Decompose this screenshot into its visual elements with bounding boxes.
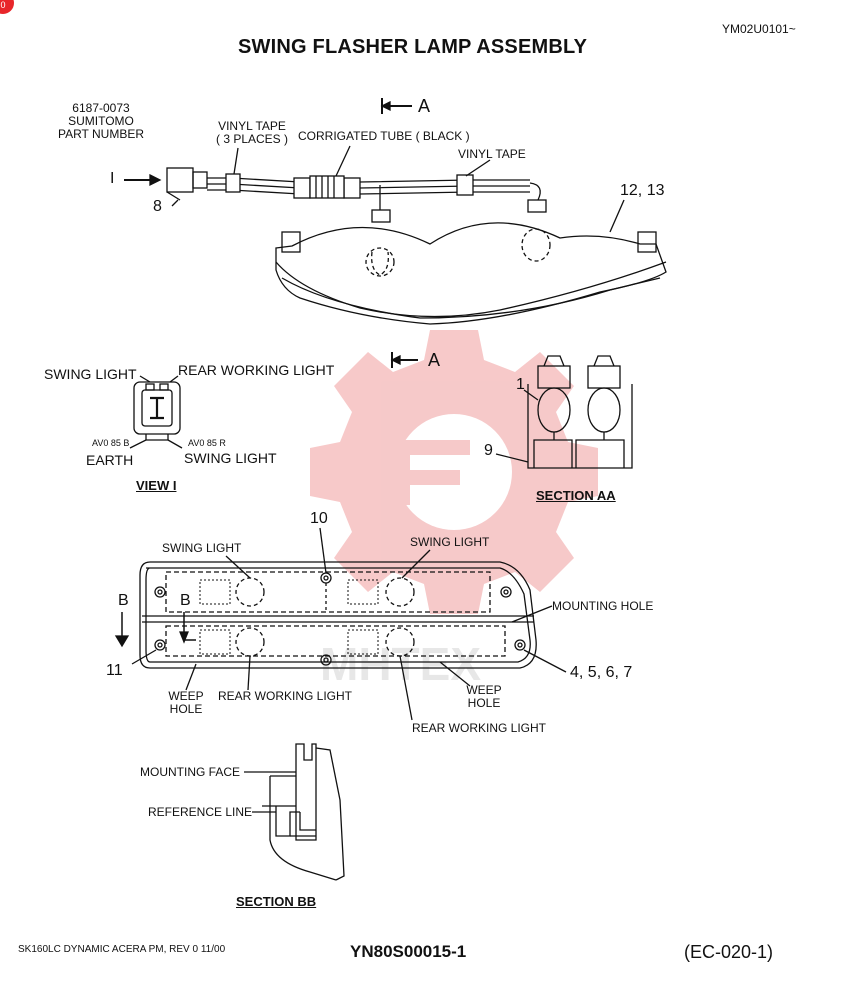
part-number-line-1: 6187-0073	[72, 101, 130, 115]
section-aa-drawing	[390, 352, 633, 469]
arrow-a-top-label: A	[418, 96, 431, 116]
weep-hole-left-line-1: WEEP	[168, 689, 204, 703]
view-i-wire-left: AV0 85 B	[92, 438, 130, 448]
section-b-inner-marker: B	[180, 592, 191, 609]
front-swing-light-left: SWING LIGHT	[162, 541, 242, 555]
arrow-a-section-label: A	[428, 350, 441, 370]
vinyl-tape-3-line-1: VINYL TAPE	[218, 119, 286, 133]
view-i-swing-light-bottom: SWING LIGHT	[184, 450, 277, 466]
callout-11: 11	[106, 662, 123, 679]
part-number-line-3: PART NUMBER	[57, 127, 144, 141]
footer-page-code: (EC-020-1)	[684, 942, 774, 962]
callout-1: 1	[516, 376, 525, 393]
callout-4-5-6-7: 4, 5, 6, 7	[570, 664, 633, 681]
view-i-swing-light-top: SWING LIGHT	[44, 366, 137, 382]
vinyl-tape-label: VINYL TAPE	[458, 147, 526, 161]
view-i-wire-right: AV0 85 R	[188, 438, 226, 448]
corner-badge: 0	[0, 0, 14, 14]
part-number-line-2: SUMITOMO	[68, 114, 134, 128]
section-b-left-marker: B	[118, 592, 129, 609]
front-rear-working-light-left: REAR WORKING LIGHT	[218, 689, 353, 703]
front-weep-hole-right: WEEP HOLE	[456, 684, 512, 710]
vinyl-tape-3-line-2: ( 3 PLACES )	[215, 132, 289, 146]
section-bb-caption: SECTION BB	[236, 894, 317, 909]
doc-id: YM02U0101~	[722, 22, 796, 36]
view-i-rear-working-light: REAR WORKING LIGHT	[178, 362, 335, 378]
front-rear-working-light-bottom: REAR WORKING LIGHT	[412, 721, 547, 735]
section-bb-mounting-face: MOUNTING FACE	[140, 765, 241, 779]
watermark-text: MHTEX	[320, 638, 481, 690]
front-swing-light-right: SWING LIGHT	[410, 535, 490, 549]
corrugated-tube-label: CORRIGATED TUBE ( BLACK )	[298, 129, 470, 143]
view-i-connector	[129, 375, 183, 449]
front-mounting-hole: MOUNTING HOLE	[552, 599, 654, 613]
callout-12-13: 12, 13	[620, 182, 665, 199]
watermark-logo	[310, 330, 598, 614]
assembly-drawing	[124, 98, 667, 325]
footer-drawing-number: YN80S00015-1	[350, 942, 467, 961]
callout-8: 8	[153, 198, 162, 215]
view-arrow-i-label: I	[110, 170, 115, 187]
lamp-front-drawing	[114, 527, 567, 721]
callout-10: 10	[310, 510, 328, 527]
view-i-earth: EARTH	[86, 452, 134, 468]
vinyl-tape-3-label: VINYL TAPE ( 3 PLACES )	[208, 120, 296, 146]
weep-hole-right-line-2: HOLE	[467, 696, 501, 710]
weep-hole-right-line-1: WEEP	[466, 683, 502, 697]
weep-hole-left-line-2: HOLE	[169, 702, 203, 716]
section-bb-drawing	[244, 743, 345, 881]
callout-9: 9	[484, 442, 493, 459]
view-i-caption: VIEW I	[136, 478, 177, 493]
page-title: SWING FLASHER LAMP ASSEMBLY	[238, 36, 588, 58]
front-weep-hole-left: WEEP HOLE	[160, 690, 212, 716]
section-aa-caption: SECTION AA	[536, 488, 616, 503]
footer-model: SK160LC DYNAMIC ACERA PM, REV 0 11/00	[18, 944, 226, 955]
part-number-label: 6187-0073 SUMITOMO PART NUMBER	[54, 102, 148, 141]
section-bb-reference-line: REFERENCE LINE	[148, 805, 253, 819]
